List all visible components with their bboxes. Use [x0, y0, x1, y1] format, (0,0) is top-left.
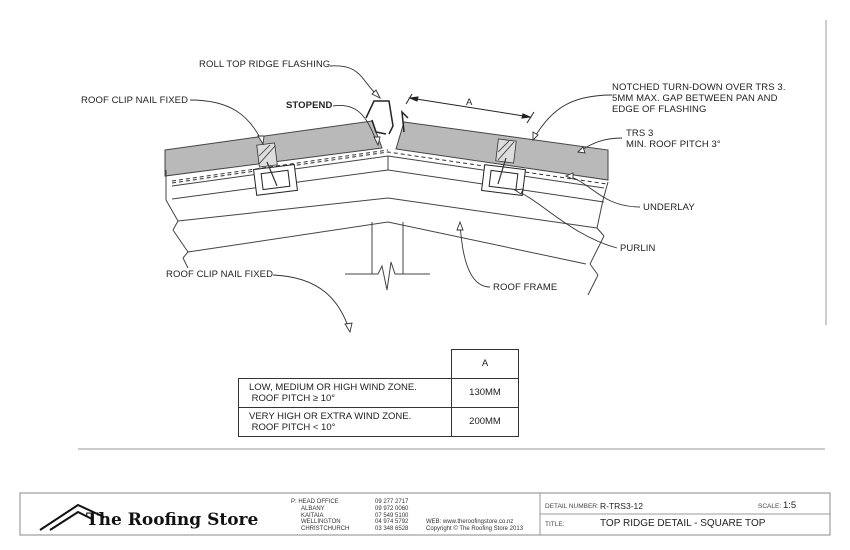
office-phones: 09 277 2717 09 972 0060 07 549 5100 04 9… — [375, 499, 409, 533]
label-notched-line-1: NOTCHED TURN-DOWN OVER TRS 3. — [612, 82, 786, 93]
table-corner — [239, 350, 452, 379]
table-row-value: 130MM — [451, 377, 519, 408]
sheet-borders — [19, 20, 831, 536]
table-row: LOW, MEDIUM OR HIGH WIND ZONE. ROOF PITC… — [238, 377, 519, 408]
ridge-flashing — [365, 100, 409, 135]
label-notched-line-3: EDGE OF FLASHING — [612, 104, 707, 115]
leader-arrowheads — [257, 89, 586, 334]
underlay-line — [171, 149, 608, 185]
label-roof-frame: ROOF FRAME — [493, 282, 558, 293]
company-name: The Roofing Store — [86, 510, 259, 530]
roof-clips — [256, 138, 517, 187]
label-notched-line-2: 5MM MAX. GAP BETWEEN PAN AND — [612, 93, 778, 104]
dimension-a — [405, 93, 535, 124]
title-label: TITLE: — [545, 521, 565, 528]
label-roof-clip-top: ROOF CLIP NAIL FIXED — [81, 95, 189, 106]
leader-lines — [189, 65, 641, 333]
table-row-value: 200MM — [451, 406, 519, 437]
purlin-right — [481, 164, 526, 197]
label-purlin: PURLIN — [620, 243, 656, 254]
scale-label: SCALE: — [758, 503, 782, 510]
web-address: WEB: www.theroofingstore.co.nz — [426, 519, 514, 525]
label-trs3: TRS 3 — [626, 128, 654, 139]
dimension-a-table: A LOW, MEDIUM OR HIGH WIND ZONE. ROOF PI… — [238, 349, 519, 437]
copyright: Copyright © The Roofing Store 2013 — [426, 526, 524, 532]
label-roof-clip-bottom: ROOF CLIP NAIL FIXED — [166, 269, 274, 280]
scale-value: 1:5 — [783, 500, 797, 511]
label-min-roof-pitch: MIN. ROOF PITCH 3° — [626, 139, 721, 150]
label-underlay: UNDERLAY — [643, 202, 695, 213]
table-row: VERY HIGH OR EXTRA WIND ZONE. ROOF PITCH… — [238, 406, 519, 437]
label-stopend: STOPEND — [286, 100, 333, 111]
table-row-desc: VERY HIGH OR EXTRA WIND ZONE. ROOF PITCH… — [238, 406, 452, 437]
label-roll-top-ridge-flashing: ROLL TOP RIDGE FLASHING — [199, 59, 331, 70]
drawing-title: TOP RIDGE DETAIL - SQUARE TOP — [600, 518, 766, 529]
table-header-a: A — [451, 349, 519, 379]
office-labels: P: HEAD OFFICE ALBANY KAITAIA WELLINGTON… — [291, 499, 350, 533]
purlin-left — [253, 163, 298, 196]
detail-number: R-TRS3-12 — [600, 501, 643, 511]
label-dimension-a: A — [466, 97, 473, 108]
table-row-desc: LOW, MEDIUM OR HIGH WIND ZONE. ROOF PITC… — [238, 377, 452, 408]
roof-frame — [165, 155, 609, 296]
detail-number-label: DETAIL NUMBER: — [545, 503, 599, 510]
company-logo-roof — [39, 503, 105, 531]
roof-sheeting — [164, 120, 609, 181]
